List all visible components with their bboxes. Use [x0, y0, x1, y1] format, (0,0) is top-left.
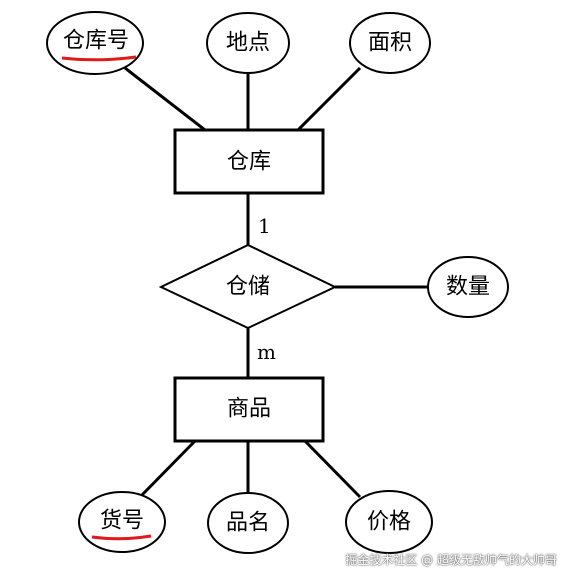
attribute-goods-no-label: 货号 [100, 509, 144, 534]
attribute-area: 面积 [349, 12, 431, 74]
attribute-goods-name: 品名 [207, 492, 289, 554]
line-area [296, 66, 362, 132]
attribute-price: 价格 [345, 490, 433, 554]
attribute-price-label: 价格 [367, 510, 411, 535]
attribute-area-label: 面积 [368, 31, 412, 56]
line-warehouse-no [124, 66, 206, 132]
line-price [303, 439, 362, 499]
entity-warehouse-label: 仓库 [227, 150, 271, 175]
attribute-warehouse-no-label: 仓库号 [63, 29, 129, 54]
primary-key-underline [91, 534, 152, 541]
relationship-storage-label: 仓储 [226, 275, 270, 300]
entity-goods-label: 商品 [227, 397, 271, 422]
attribute-location: 地点 [206, 12, 290, 74]
attribute-goods-no: 货号 [78, 491, 166, 553]
line-goods-no [138, 439, 197, 499]
attribute-location-label: 地点 [226, 31, 270, 56]
watermark: 掘金技术社区 @ 超级无敌帅气的大帅哥 [345, 553, 557, 567]
entity-warehouse: 仓库 [173, 128, 325, 195]
attribute-quantity: 数量 [427, 256, 509, 318]
relationship-storage: 仓储 [158, 243, 338, 330]
entity-goods: 商品 [173, 376, 325, 443]
primary-key-underline [61, 55, 137, 62]
connector-lines [124, 66, 428, 499]
cardinality-goods: m [257, 340, 276, 364]
attribute-quantity-label: 数量 [446, 275, 490, 300]
attribute-goods-name-label: 品名 [226, 511, 270, 536]
attribute-warehouse-no: 仓库号 [46, 11, 144, 75]
cardinality-warehouse: 1 [258, 214, 271, 238]
